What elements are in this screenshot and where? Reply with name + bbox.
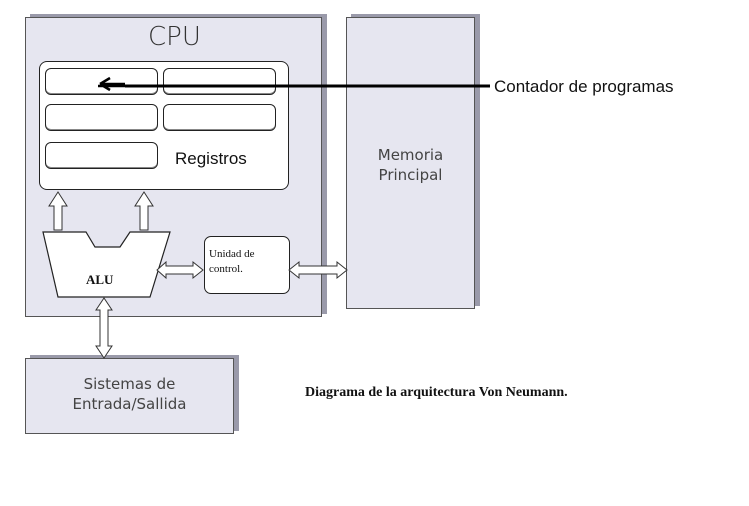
- io-systems-block: [25, 358, 234, 434]
- register-cell: [45, 104, 158, 131]
- alu-io-arrow: [95, 297, 113, 359]
- control-unit-memory-arrow: [288, 260, 348, 280]
- alu-control-unit-arrow: [156, 260, 204, 280]
- cpu-title: CPU: [148, 22, 201, 52]
- registers-label: Registros: [175, 149, 247, 168]
- io-systems-label: Sistemas de Entrada/Sallida: [72, 375, 187, 413]
- alu-shape: [42, 231, 171, 298]
- main-memory-block: [346, 17, 475, 309]
- control-unit-label: Unidad de control.: [209, 248, 255, 275]
- main-memory-label: Memoria Principal: [377, 146, 444, 184]
- alu-to-registers-arrow-right: [134, 191, 154, 231]
- register-cell: [163, 68, 276, 95]
- program-counter-label: Contador de programas: [494, 77, 674, 96]
- register-cell: [45, 68, 158, 95]
- control-unit: [204, 236, 290, 294]
- register-cell: [163, 104, 276, 131]
- alu-to-registers-arrow-left: [48, 191, 68, 231]
- diagram-caption: Diagrama de la arquitectura Von Neumann.: [305, 385, 568, 400]
- alu-label: ALU: [86, 272, 114, 287]
- program-counter-arrowhead: [98, 76, 125, 92]
- register-cell: [45, 142, 158, 169]
